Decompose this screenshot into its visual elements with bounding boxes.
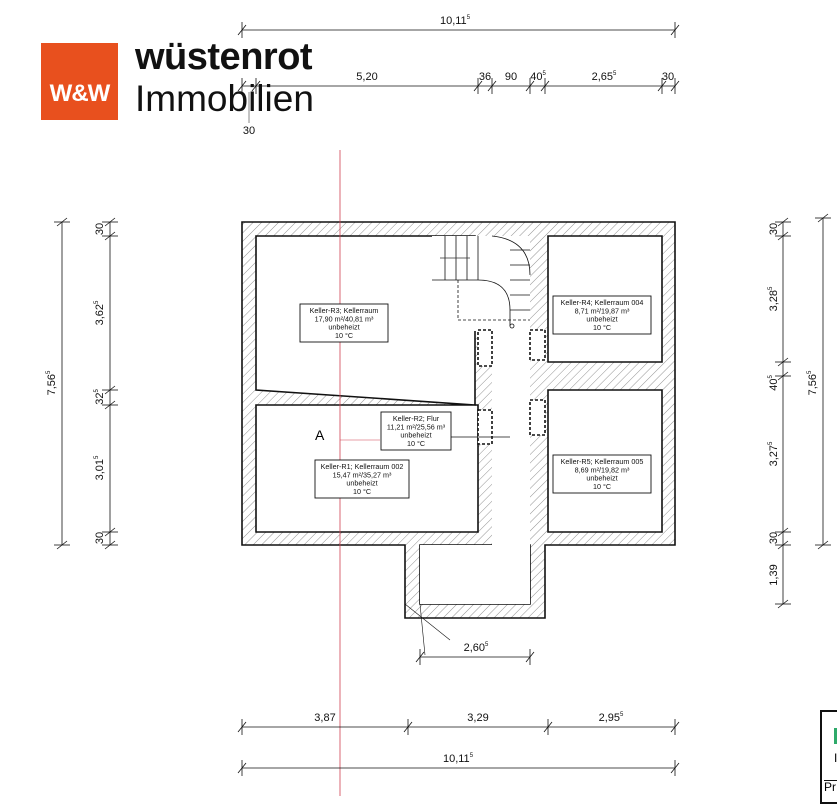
room-heating: unbeheizt	[586, 315, 617, 324]
section-marker: A	[315, 427, 325, 443]
dimension-label: 7,565	[807, 370, 819, 395]
room-name: Keller-R2; Flur	[393, 414, 440, 423]
room-area: 17,90 m²/40,81 m³	[315, 314, 374, 323]
dimension-label: 325	[94, 389, 106, 405]
dimension-label: 3,29	[467, 712, 488, 724]
dimension-label: 3,285	[768, 286, 780, 311]
room-name: Keller-R4; Kellerraum 004	[561, 298, 644, 307]
dimension-lines	[54, 22, 831, 776]
dimension-label: 30	[662, 71, 674, 83]
room-area: 8,69 m²/19,82 m³	[575, 465, 630, 474]
dimension-label: 30	[768, 223, 780, 235]
green-marker	[834, 728, 837, 744]
title-block-text: Pr	[824, 780, 837, 793]
walls	[241, 221, 676, 619]
dimension-label: 3,275	[768, 441, 780, 466]
room-temp: 10 °C	[593, 482, 611, 491]
room-name: Keller-R3; Kellerraum	[310, 306, 379, 315]
room-heating: unbeheizt	[328, 323, 359, 332]
room-temp: 10 °C	[335, 331, 353, 340]
room-heating: unbeheizt	[586, 474, 617, 483]
dimension-label: 405	[768, 375, 780, 391]
dimension-labels: 10,115 30 5,20 36 90 405 2,655 30 7,565 30 3,625 32…	[46, 15, 819, 765]
room-area: 15,47 m²/35,27 m³	[333, 470, 392, 479]
logo-mark-text: W&W	[49, 80, 111, 107]
dimension-label: 2,655	[592, 71, 617, 83]
dimension-label: 2,605	[464, 642, 489, 654]
room-heating: unbeheizt	[346, 479, 377, 488]
room-name: Keller-R5; Kellerraum 005	[561, 457, 644, 466]
dimension-label: 7,565	[46, 370, 58, 395]
dimension-label: 10,115	[443, 753, 474, 765]
dimension-label: 90	[505, 71, 517, 83]
room-area: 8,71 m²/19,87 m³	[575, 306, 630, 315]
room-area: 11,21 m²/25,56 m³	[387, 422, 446, 431]
dimension-label: 30	[94, 223, 106, 235]
dimension-label: 3,015	[94, 455, 106, 480]
staircase	[432, 235, 531, 329]
room-temp: 10 °C	[353, 487, 371, 496]
dimension-label: 3,625	[94, 300, 106, 325]
dimension-label: 30	[94, 532, 106, 544]
dimension-label: 10,115	[440, 15, 471, 27]
dimension-label: 405	[530, 71, 546, 83]
room-temp: 10 °C	[407, 439, 425, 448]
title-block-partial: I Pr	[820, 710, 837, 804]
room-heating: unbeheizt	[400, 431, 431, 440]
dimension-label: 30	[243, 125, 255, 137]
dimension-label: 30	[768, 532, 780, 544]
logo-mark: W&W	[41, 43, 118, 120]
dimension-label: 1,39	[768, 564, 780, 585]
dimension-label: 2,955	[599, 712, 624, 724]
logo-brand: wüstenrot	[135, 36, 313, 78]
dimension-label: 3,87	[314, 712, 335, 724]
title-block-text: I	[834, 751, 837, 765]
room-temp: 10 °C	[593, 323, 611, 332]
dimension-label: 36	[479, 71, 491, 83]
room-name: Keller-R1; Kellerraum 002	[321, 462, 404, 471]
dimension-label: 5,20	[356, 71, 377, 83]
